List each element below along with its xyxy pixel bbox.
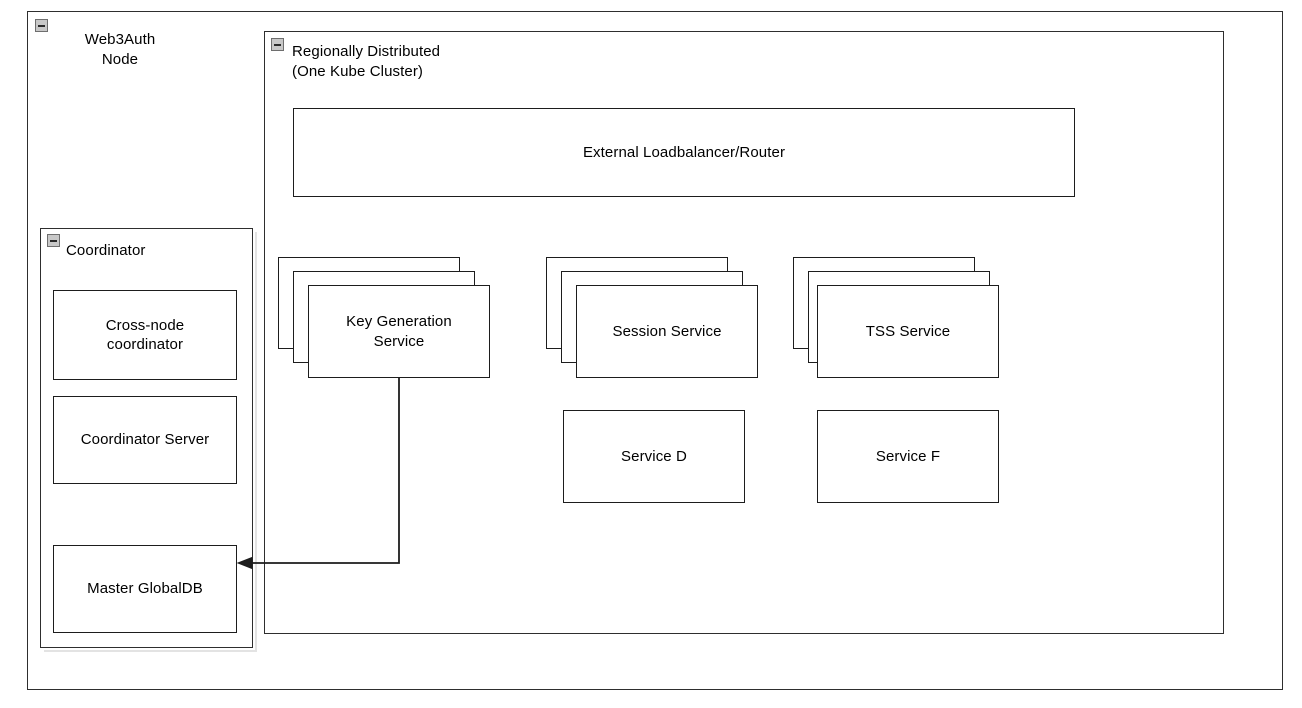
container-title-coordinator: Coordinator: [66, 242, 146, 259]
node-coordinator-server[interactable]: Coordinator Server: [53, 396, 237, 484]
node-label-cross-node-coordinator: Cross-node coordinator: [105, 316, 185, 353]
node-session-service[interactable]: Session Service: [576, 285, 758, 378]
node-label-session-service: Session Service: [612, 322, 722, 340]
node-label-coordinator-server: Coordinator Server: [80, 431, 210, 449]
node-key-generation-service[interactable]: Key Generation Service: [308, 285, 490, 378]
collapse-minus-icon-regional-cluster[interactable]: [271, 38, 284, 51]
node-master-globaldb[interactable]: Master GlobalDB: [53, 545, 237, 633]
container-title-regional-cluster: Regionally Distributed (One Kube Cluster…: [292, 43, 441, 80]
node-service-d[interactable]: Service D: [563, 410, 745, 503]
node-label-tss-service: TSS Service: [865, 322, 951, 340]
collapse-minus-icon-web3auth-node[interactable]: [35, 19, 48, 32]
node-label-external-loadbalancer: External Loadbalancer/Router: [582, 143, 786, 161]
node-tss-service[interactable]: TSS Service: [817, 285, 999, 378]
node-label-master-globaldb: Master GlobalDB: [87, 580, 203, 598]
container-title-web3auth-node: Web3Auth Node: [84, 31, 156, 68]
node-label-service-f: Service F: [875, 447, 941, 465]
collapse-minus-icon-coordinator[interactable]: [47, 234, 60, 247]
node-external-loadbalancer[interactable]: External Loadbalancer/Router: [293, 108, 1075, 197]
node-label-key-generation-service: Key Generation Service: [346, 313, 452, 350]
node-service-f[interactable]: Service F: [817, 410, 999, 503]
node-label-service-d: Service D: [621, 447, 687, 465]
node-cross-node-coordinator[interactable]: Cross-node coordinator: [53, 290, 237, 380]
